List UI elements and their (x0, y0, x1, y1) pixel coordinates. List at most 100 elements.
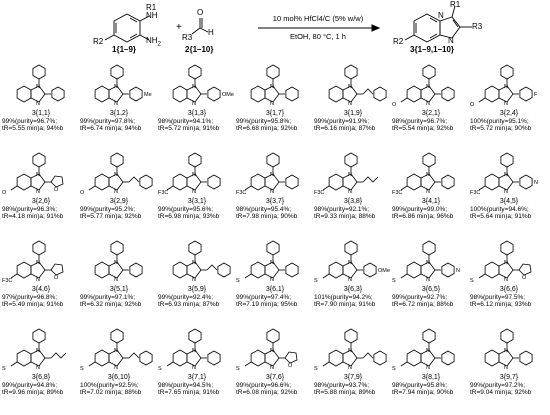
n3-atom-label: N (504, 277, 508, 283)
core-substituent-label: F3C (236, 190, 246, 196)
n3-atom-label: N (36, 189, 40, 195)
n1-atom-label: N (192, 84, 196, 90)
vinyl-linker (128, 352, 140, 359)
compound-yield-purity: 99%(purity=97.2%; (470, 381, 526, 389)
compound-yield-purity: 99%(purity=92.7%; (392, 293, 448, 301)
n-phenyl-ring (422, 152, 436, 168)
r2-label-right: R2 (393, 37, 404, 46)
n-phenyl-ring (344, 328, 358, 344)
n3-atom-label: N (426, 101, 430, 107)
vinyl-linker (128, 176, 140, 183)
benzo-ring (94, 349, 110, 367)
benzo-ring (328, 85, 344, 103)
n1-atom-label: N (114, 172, 118, 178)
product-structure (404, 5, 472, 43)
n-phenyl-ring (266, 328, 280, 344)
structure-bonds (322, 152, 379, 191)
compound-retention-yield: tR=9.96 min)a; 89%b (2, 389, 64, 397)
n3-atom-label: N (270, 365, 274, 371)
core-substituent-bond (244, 361, 252, 367)
compound-id: 3{7,6} (265, 374, 285, 381)
n1-atom-label: N (348, 260, 352, 266)
compound-id: 3{2,6} (31, 198, 51, 205)
compound-retention-yield: tR=7.94 min)a; 90%b (392, 389, 454, 397)
benzo-ring (328, 173, 344, 191)
n1-atom-label: N (36, 260, 40, 266)
c2-ring (519, 86, 533, 102)
styryl-ring (373, 350, 387, 366)
n-phenyl-ring (422, 328, 436, 344)
compound-structure: NN (172, 240, 231, 283)
compound-yield-purity: 99%(purity=96.6%; (236, 381, 292, 389)
structure-bonds (88, 152, 153, 191)
compound-id: 3{5,1} (109, 286, 129, 293)
compound-retention-yield: tR=9.33 min)a; 88%b (314, 213, 376, 221)
compound-id: 3{7,1} (187, 374, 207, 381)
n1-atom-label: N (36, 172, 40, 178)
n1-atom-label: N (504, 260, 508, 266)
core-substituent-bond (10, 273, 18, 279)
structure-bonds (166, 152, 221, 191)
imidazole-ring (420, 349, 436, 367)
imidazole-ring (186, 349, 202, 367)
compound-id: 3{1,1} (31, 110, 51, 117)
imidazole-ring (420, 85, 436, 103)
c2-ring (129, 262, 143, 278)
benzo-ring (16, 173, 32, 191)
styryl-ring (373, 86, 387, 102)
structure-bonds (10, 152, 64, 191)
compound-retention-yield: tR=5.54 min)a; 92%b (392, 125, 454, 133)
imidazole-ring (108, 261, 124, 279)
compound-retention-yield: tR=6.68 min)a; 92%b (236, 125, 298, 133)
furan-o-label: O (522, 275, 527, 281)
n-phenyl-ring (110, 64, 124, 80)
imidazole-ring (264, 173, 280, 191)
structure-bonds (172, 64, 221, 103)
compound-structure: NNS (314, 328, 387, 372)
n3-atom-label: N (192, 101, 196, 107)
n3-atom-label: N (36, 365, 40, 371)
structure-bonds (94, 240, 143, 279)
n3-atom-label: N (270, 101, 274, 107)
benzo-ring (16, 349, 32, 367)
reaction-scheme: R1 NH NH2 R2 1{1–9} + O R3 H 2{1–10} 10 … (0, 0, 550, 60)
n-phenyl-ring (188, 64, 202, 80)
c2-ring (285, 262, 299, 278)
n3-atom-label: N (114, 365, 118, 371)
structure-bonds (400, 328, 455, 367)
structure-bonds (322, 328, 387, 367)
core-substituent-bond (244, 185, 252, 191)
compound-retention-yield: tR=6.74 min)a; 94%b (80, 125, 142, 133)
c2-substituent-label: N (456, 268, 460, 274)
benzo-ring (250, 349, 266, 367)
butyl-chain (362, 176, 379, 183)
benzo-ring (94, 85, 110, 103)
compound-id: 3{2,4} (499, 110, 519, 117)
n3-atom-label: N (114, 277, 118, 283)
c2-ring (441, 262, 455, 278)
r1-label-right: R1 (450, 0, 461, 9)
aldehyde-h-label: H (208, 28, 214, 37)
furan-ring (518, 263, 532, 276)
n3-atom-label: N (348, 365, 352, 371)
n3-atom-label: N (114, 189, 118, 195)
structure-bonds (328, 64, 387, 103)
imidazole-ring (342, 173, 358, 191)
condition-top: 10 mol% HfCl4/C (5% w/w) (272, 14, 364, 23)
c2-ring (441, 350, 455, 366)
n-phenyl-ring (188, 152, 202, 168)
benzo-ring (94, 173, 110, 191)
imidazole-ring (108, 349, 124, 367)
compound-id: 3{2,1} (421, 110, 441, 117)
compound-retention-yield: tR=6.72 min)a; 88%b (392, 301, 454, 309)
c2-ring (519, 350, 533, 366)
